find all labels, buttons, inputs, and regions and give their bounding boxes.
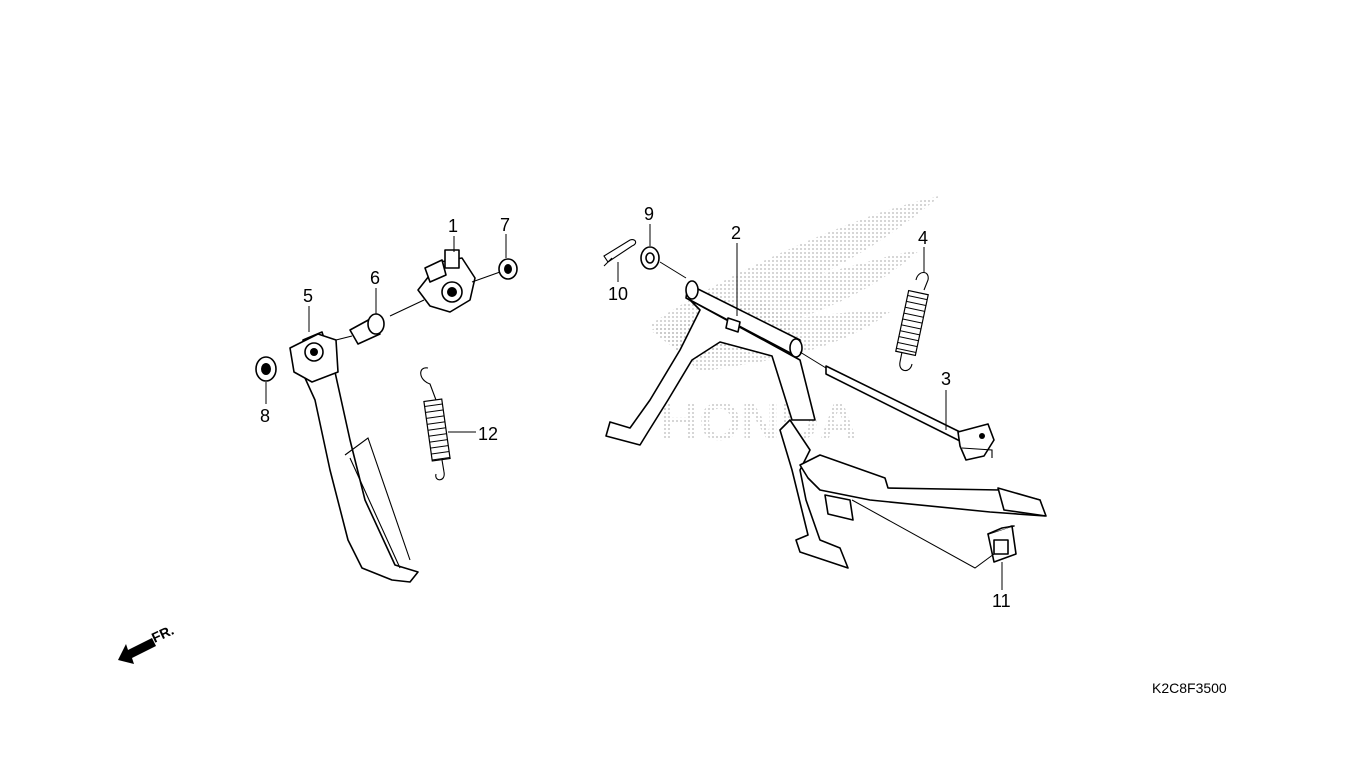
shaft-part-3 <box>825 365 995 461</box>
callout-8: 8 <box>260 406 270 426</box>
callout-2: 2 <box>731 223 741 243</box>
washer-part-9 <box>640 246 660 270</box>
spring-part-12 <box>420 367 451 481</box>
callout-1: 1 <box>448 216 458 236</box>
callout-4: 4 <box>918 228 928 248</box>
drawing-code: K2C8F3500 <box>1152 680 1227 696</box>
callout-11: 11 <box>992 591 1011 611</box>
cotter-pin-part-10 <box>603 239 637 267</box>
nut-part-8 <box>255 356 277 382</box>
watermark-text: HONDA <box>660 392 858 452</box>
main-stand <box>605 280 1047 569</box>
pivot-bolt-part-6 <box>349 313 385 345</box>
callout-7: 7 <box>500 215 510 235</box>
side-stand <box>289 331 419 583</box>
callout-5: 5 <box>303 286 313 306</box>
spring-part-4 <box>895 271 929 372</box>
callout-12: 12 <box>478 424 498 444</box>
callout-3: 3 <box>941 369 951 389</box>
rubber-stopper-part-11 <box>987 525 1017 563</box>
front-direction-arrow: FR. <box>118 622 176 664</box>
callout-9: 9 <box>644 204 654 224</box>
callout-6: 6 <box>370 268 380 288</box>
leader-lines <box>265 224 1003 590</box>
front-label: FR. <box>149 622 176 646</box>
callout-10: 10 <box>608 284 628 304</box>
stand-switch-part-1 <box>417 249 476 313</box>
callouts: 1 2 3 4 5 6 7 8 9 10 11 12 <box>260 204 1011 611</box>
bolt-part-7 <box>498 258 518 280</box>
